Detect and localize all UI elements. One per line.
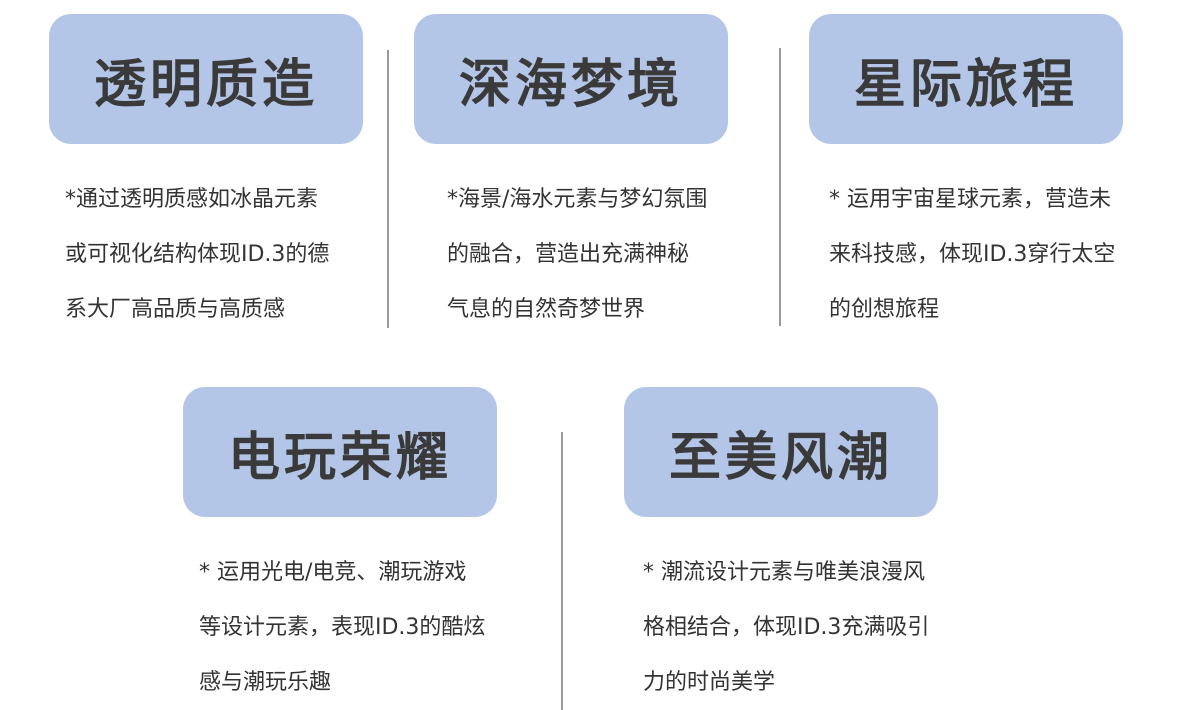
description-line: 力的时尚美学 — [643, 670, 776, 695]
card-title-5: 至美风潮 — [624, 387, 938, 517]
card-title-1: 透明质造 — [49, 14, 363, 144]
card-title-text: 透明质造 — [93, 54, 318, 115]
card-title-2: 深海梦境 — [414, 14, 728, 144]
description-line: * 运用光电/电竞、潮玩游戏 — [199, 560, 467, 585]
description-line: 感与潮玩乐趣 — [199, 670, 332, 695]
description-line: *海景/海水元素与梦幻氛围 — [447, 187, 708, 212]
card-title-4: 电玩荣耀 — [183, 387, 497, 517]
description-line: 系大厂高品质与高质感 — [65, 297, 286, 322]
description-line: 气息的自然奇梦世界 — [447, 297, 646, 322]
description-line: 格相结合，体现ID.3充满吸引 — [643, 615, 930, 640]
divider — [387, 50, 389, 328]
card-description-5: * 潮流设计元素与唯美浪漫风 格相结合，体现ID.3充满吸引 力的时尚美学 — [643, 545, 929, 710]
card-title-3: 星际旅程 — [809, 14, 1123, 144]
card-description-4: * 运用光电/电竞、潮玩游戏 等设计元素，表现ID.3的酷炫 感与潮玩乐趣 — [199, 545, 485, 710]
description-line: *通过透明质感如冰晶元素 — [65, 187, 319, 212]
description-line: 或可视化结构体现ID.3的德 — [65, 242, 330, 267]
card-title-text: 至美风潮 — [668, 427, 893, 488]
description-line: 的创想旅程 — [829, 297, 940, 322]
description-line: 等设计元素，表现ID.3的酷炫 — [199, 615, 486, 640]
card-title-text: 电玩荣耀 — [227, 427, 452, 488]
card-title-text: 深海梦境 — [458, 54, 683, 115]
card-title-text: 星际旅程 — [853, 54, 1078, 115]
description-line: * 运用宇宙星球元素，营造未 — [829, 187, 1111, 212]
description-line: 的融合，营造出充满神秘 — [447, 242, 690, 267]
description-line: * 潮流设计元素与唯美浪漫风 — [643, 560, 925, 585]
card-description-1: *通过透明质感如冰晶元素 或可视化结构体现ID.3的德 系大厂高品质与高质感 — [65, 172, 329, 337]
divider — [779, 48, 781, 326]
description-line: 来科技感，体现ID.3穿行太空 — [829, 242, 1116, 267]
card-description-3: * 运用宇宙星球元素，营造未 来科技感，体现ID.3穿行太空 的创想旅程 — [829, 172, 1115, 337]
card-description-2: *海景/海水元素与梦幻氛围 的融合，营造出充满神秘 气息的自然奇梦世界 — [447, 172, 707, 337]
divider — [561, 432, 563, 710]
